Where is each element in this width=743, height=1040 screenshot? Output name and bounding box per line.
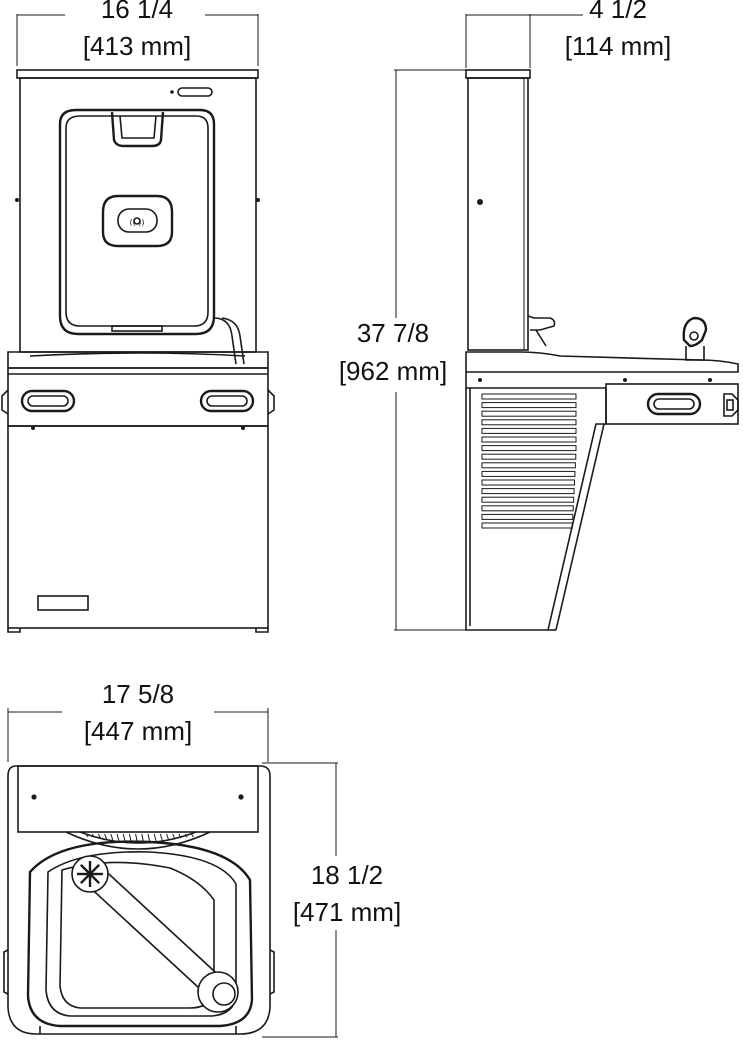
sensor-icon: (( )) <box>129 218 144 227</box>
tower-side <box>465 69 556 351</box>
top-view: 17 5/8 [447 mm] 18 1/2 [471 mm] <box>3 679 401 1038</box>
overall-height-dimension: 37 7/8 [962 mm] <box>339 69 466 631</box>
front-width-dimension: 16 1/4 [413 mm] <box>16 0 259 66</box>
side-depth-dimension: 4 1/2 [114 mm] <box>465 0 671 68</box>
bowl-depth-dimension: 18 1/2 [471 mm] <box>262 762 401 1038</box>
bowl-depth-metric: [471 mm] <box>293 897 401 927</box>
bowl-outline-top <box>7 765 271 1035</box>
bowl-width-dimension: 17 5/8 [447 mm] <box>7 679 269 762</box>
bowl-depth-imperial: 18 1/2 <box>311 860 383 890</box>
cabinet-louvers <box>481 393 577 529</box>
cabinet-front <box>7 425 269 633</box>
drain-grille <box>65 831 211 850</box>
side-depth-imperial: 4 1/2 <box>589 0 647 24</box>
front-width-imperial: 16 1/4 <box>101 0 173 24</box>
bowl-width-metric: [447 mm] <box>84 716 192 746</box>
bottle-filler-tower: (( )) <box>15 69 260 353</box>
front-width-metric: [413 mm] <box>83 31 191 61</box>
tower-top-plate <box>17 765 259 833</box>
bowl-width-imperial: 17 5/8 <box>102 679 174 709</box>
side-depth-metric: [114 mm] <box>565 31 671 61</box>
height-imperial: 37 7/8 <box>357 318 429 348</box>
bubbler-top <box>71 855 109 893</box>
fountain-bowl-front <box>1 317 275 427</box>
drain-top <box>197 971 239 1013</box>
cabinet-side <box>465 388 607 631</box>
side-view: 4 1/2 [114 mm] 37 7/8 [962 mm] <box>339 0 739 631</box>
front-view: 16 1/4 [413 mm] (( )) <box>1 0 275 633</box>
height-metric: [962 mm] <box>339 356 447 386</box>
basin-outline <box>26 840 254 1028</box>
